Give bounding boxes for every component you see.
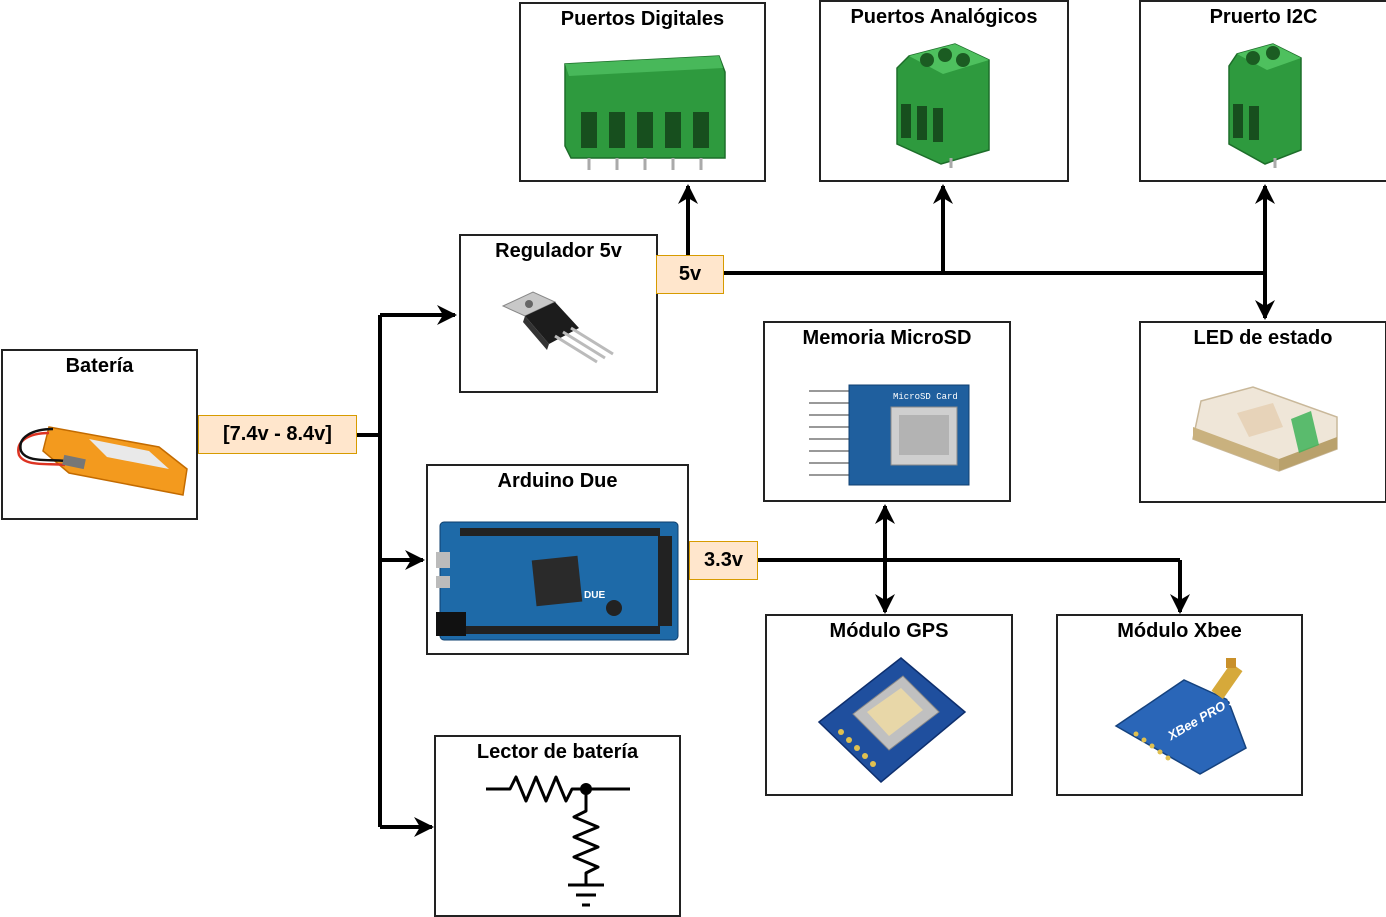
- arduino-board-text: DUE: [584, 590, 605, 601]
- node-title: Puertos Digitales: [560, 8, 725, 30]
- label-5v: 5v: [656, 255, 724, 294]
- terminal-block-3-image: [896, 43, 990, 168]
- node-regulador-5v: Regulador 5v: [459, 234, 658, 393]
- node-title: Puertos Analógicos: [850, 6, 1038, 28]
- node-title: Lector de batería: [476, 741, 639, 763]
- smd-led-image: [1192, 386, 1338, 472]
- node-title: Arduino Due: [497, 470, 618, 492]
- voltage-divider-schematic: [486, 775, 630, 907]
- node-memoria-microsd: Memoria MicroSD MicroSD Card: [763, 321, 1011, 502]
- node-title: LED de estado: [1193, 327, 1333, 349]
- xbee-module-image: XBee PRO S2B: [1114, 658, 1253, 775]
- node-led-de-estado: LED de estado: [1139, 321, 1386, 503]
- gps-module-image: [817, 657, 967, 784]
- node-bateria: Batería: [1, 349, 198, 520]
- node-title: Módulo GPS: [829, 620, 949, 642]
- node-title: Batería: [65, 355, 134, 377]
- node-modulo-gps: Módulo GPS: [765, 614, 1013, 796]
- node-arduino-due: Arduino Due DUE: [426, 464, 689, 655]
- voltage-regulator-image: [501, 291, 614, 364]
- microsd-module-image: MicroSD Card: [809, 384, 970, 486]
- node-puertos-analogicos: Puertos Analógicos: [819, 0, 1069, 182]
- node-puertos-digitales: Puertos Digitales: [519, 2, 766, 182]
- node-modulo-xbee: Módulo Xbee XBee PRO S2B: [1056, 614, 1303, 796]
- lipo-battery-image: [17, 426, 188, 496]
- node-puerto-i2c: Pruerto I2C: [1139, 0, 1386, 182]
- node-lector-de-bateria: Lector de batería: [434, 735, 681, 917]
- microsd-board-text: MicroSD Card: [893, 392, 958, 402]
- arduino-due-board-image: DUE: [436, 521, 679, 641]
- terminal-block-5-image: [564, 55, 726, 170]
- label-battery-voltage: [7.4v - 8.4v]: [198, 415, 357, 454]
- node-title: Pruerto I2C: [1209, 6, 1318, 28]
- node-title: Módulo Xbee: [1117, 620, 1242, 642]
- node-title: Memoria MicroSD: [802, 327, 972, 349]
- terminal-block-2-image: [1228, 43, 1302, 168]
- label-3v3: 3.3v: [689, 541, 758, 580]
- node-title: Regulador 5v: [495, 240, 622, 262]
